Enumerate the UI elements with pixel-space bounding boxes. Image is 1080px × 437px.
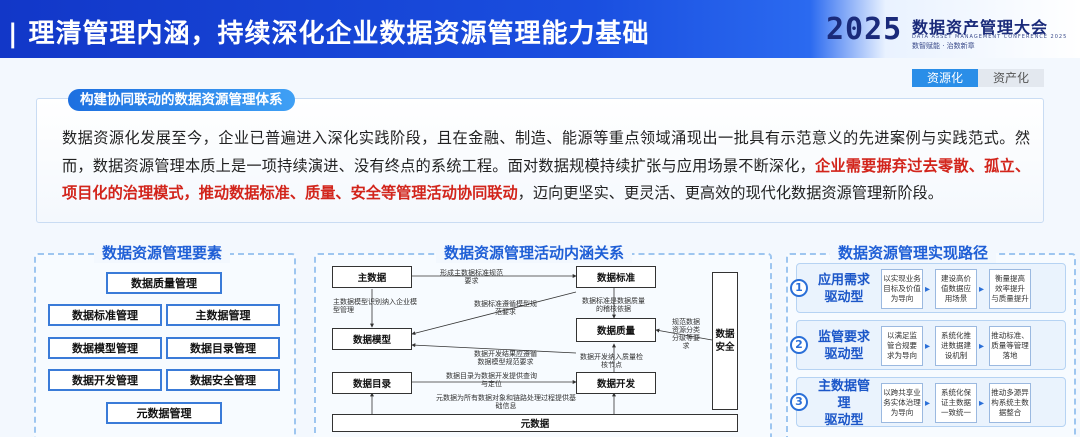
step-number: 1 [790, 279, 808, 297]
conference-english: DATA ASSET MANAGEMENT CONFERENCE 2025 [912, 34, 1068, 40]
element-dev: 数据开发管理 [48, 369, 162, 391]
step-number: 2 [790, 336, 808, 354]
node-master: 主数据 [332, 266, 412, 288]
intro-highlight: 企业需要摒弃过去零散、孤立、项目化的治理模式，推动数据标准、质量、安全等管理活动… [62, 156, 1031, 203]
note-standard-quality: 数据标准是数据质量 的稽核依据 [582, 297, 645, 313]
node-catalog: 数据目录 [332, 372, 412, 394]
note-master-standard: 形成主数据标准规范 要求 [440, 269, 503, 285]
node-model: 数据模型 [332, 328, 412, 350]
note-master-model: 主数据模型识别纳入企业模 型管理 [333, 298, 417, 314]
note-catalog-dev: 数据目录为数据开发提供查询 与定位 [446, 372, 537, 388]
step-number: 3 [790, 393, 808, 411]
element-security: 数据安全管理 [166, 369, 280, 391]
step-cell: 以满足监 管合规要 求为导向 [881, 326, 923, 366]
step-name: 应用需求 驱动型 [817, 273, 870, 305]
element-quality: 数据质量管理 [106, 272, 222, 294]
intro-tag: 构建协同联动的数据资源管理体系 [68, 89, 295, 111]
path-step-1: 1 应用需求 驱动型 以实现业务 目标及价值 为导向 ▸ 建设高价 值数据应 用… [790, 263, 1066, 313]
note-security: 规范数据 资源分类 分级等要 求 [672, 318, 700, 350]
step-cell: 建设高价 值数据应 用场景 [935, 269, 977, 309]
step-cell: 以跨共享业 务实体治理 为导向 [881, 383, 923, 423]
element-master: 主数据管理 [166, 304, 280, 326]
intro-card [36, 98, 1044, 223]
step-cell: 以实现业务 目标及价值 为导向 [881, 269, 923, 309]
tab-asset[interactable]: 资产化 [978, 69, 1044, 87]
intro-paragraph: 数据资源化发展至今，企业已普遍进入深化实践阶段，且在金融、制造、能源等重点领域涌… [62, 125, 1030, 208]
arrow-right-icon: ▸ [925, 341, 931, 352]
stage-tabs: 资源化 资产化 [912, 69, 1044, 87]
element-meta: 元数据管理 [106, 402, 222, 424]
note-dev-quality: 数据开发纳入质量检 核节点 [580, 353, 643, 369]
left-panel-title: 数据资源管理要素 [94, 242, 231, 263]
middle-panel-title: 数据资源管理活动内涵关系 [436, 242, 633, 263]
element-catalog: 数据目录管理 [166, 337, 280, 359]
node-security: 数据 安全 [712, 272, 738, 410]
intro-text-before: 数据资源化发展至今，企业已普遍进入深化实践阶段，且在金融、制造、能源等重点领域涌… [62, 129, 1030, 175]
note-standard-model: 数据标准遵循模型规 范要求 [474, 300, 537, 316]
conference-slogan: 数智赋能 · 治数新章 [912, 42, 975, 50]
step-cell: 推动多源异 构系统主数 据整合 [989, 383, 1031, 423]
arrow-right-icon: ▸ [979, 284, 985, 295]
node-dev: 数据开发 [576, 372, 656, 394]
path-step-3: 3 主数据管理 驱动型 以跨共享业 务实体治理 为导向 ▸ 系统化保 证主数据 … [790, 377, 1066, 428]
note-meta: 元数据为所有数据对象和链路处理过程提供基 础信息 [436, 394, 576, 410]
conference-name: 数据资产管理大会 [912, 18, 1049, 37]
step-name: 监管要求 驱动型 [817, 330, 870, 362]
element-standard: 数据标准管理 [48, 304, 162, 326]
step-cell: 系统化推 进数据建 设机制 [935, 326, 977, 366]
arrow-right-icon: ▸ [925, 284, 931, 295]
tab-resource[interactable]: 资源化 [912, 69, 978, 87]
step-name: 主数据管理 驱动型 [817, 378, 870, 428]
conference-logo: 2025 数据资产管理大会 DATA ASSET MANAGEMENT CONF… [826, 10, 1066, 52]
path-step-2: 2 监管要求 驱动型 以满足监 管合规要 求为导向 ▸ 系统化推 进数据建 设机… [790, 320, 1066, 370]
note-dev-model: 数据开发结果应遵循 数据模型规范要求 [474, 350, 537, 366]
page-title: | 理清管理内涵，持续深化企业数据资源管理能力基础 [8, 19, 650, 49]
step-cell: 衡量提高 效率提升 与质量提升 [989, 269, 1031, 309]
node-standard: 数据标准 [576, 266, 656, 288]
node-quality: 数据质量 [576, 318, 656, 342]
arrow-right-icon: ▸ [979, 398, 985, 409]
intro-text-after: ，迈向更坚实、更灵活、更高效的现代化数据资源管理新阶段。 [517, 184, 943, 202]
right-panel-title: 数据资源管理实现路径 [830, 242, 997, 263]
element-model: 数据模型管理 [48, 337, 162, 359]
conference-year: 2025 [826, 12, 903, 47]
node-meta: 元数据 [332, 414, 738, 432]
arrow-right-icon: ▸ [925, 398, 931, 409]
arrow-right-icon: ▸ [979, 341, 985, 352]
step-cell: 系统化保 证主数据 一致统一 [935, 383, 977, 423]
header-banner: | 理清管理内涵，持续深化企业数据资源管理能力基础 2025 数据资产管理大会 … [0, 0, 1080, 58]
step-cell: 推动标准、 质量等管理 落地 [989, 326, 1031, 366]
